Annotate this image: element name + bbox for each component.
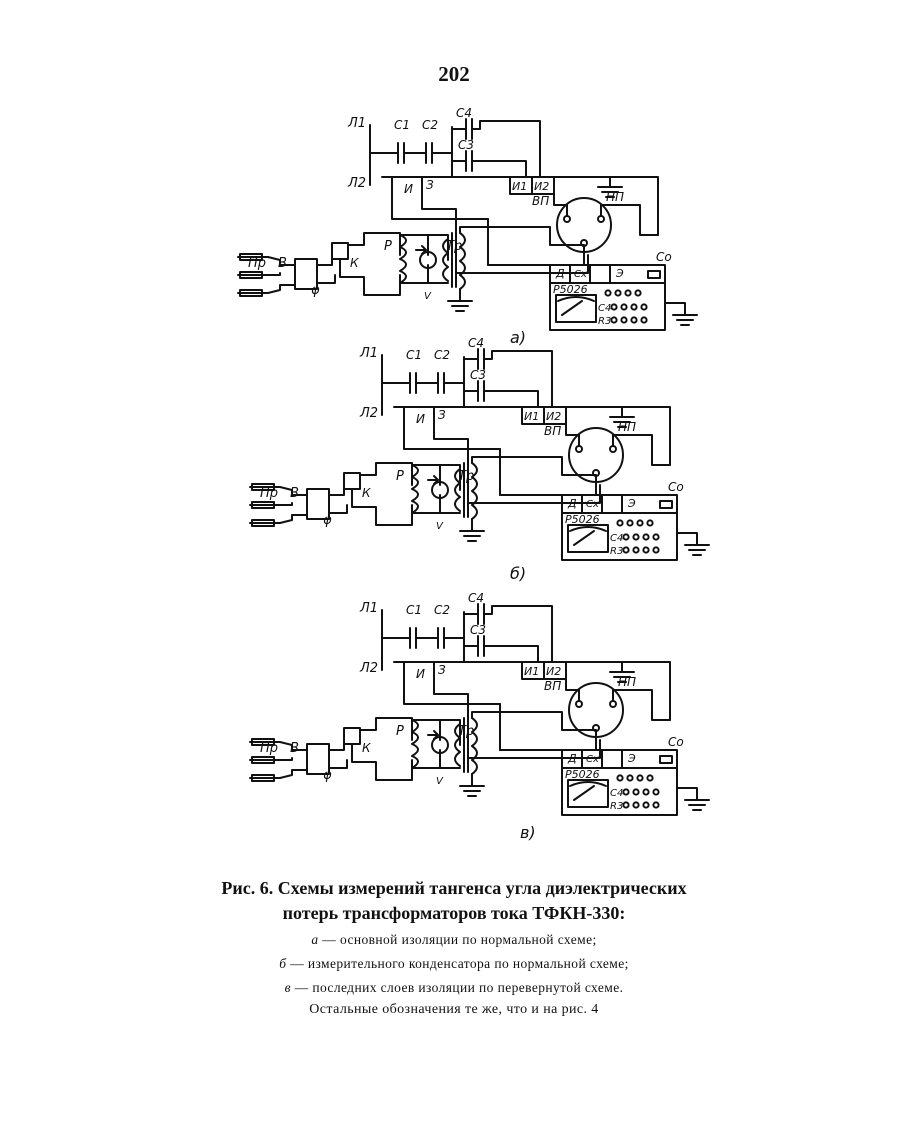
caption-item-text: — измерительного конденсатора по нормаль…: [286, 956, 629, 971]
label-l2: Л2: [347, 176, 366, 191]
label-pr: Пр: [260, 486, 278, 501]
label-l1: Л1: [359, 346, 378, 361]
label-i: И: [416, 412, 425, 426]
label-cx: Cx: [586, 754, 599, 765]
label-e: Э: [627, 497, 636, 510]
label-e: Э: [615, 267, 624, 280]
label-d: Д: [555, 267, 565, 280]
label-np: НП: [618, 420, 636, 434]
label-r3-knobs: R3: [610, 546, 623, 557]
label-c3: С3: [470, 623, 486, 637]
label-volt: V: [436, 776, 444, 787]
label-c1: С1: [394, 118, 410, 132]
label-c4: С4: [456, 106, 472, 120]
label-l1: Л1: [347, 116, 366, 131]
label-v: В: [278, 256, 287, 271]
label-v: В: [290, 741, 299, 756]
caption-title-line-2: потерь трансформаторов тока ТФКН-330:: [282, 903, 626, 923]
label-vp: ВП: [544, 679, 561, 693]
label-i: И: [416, 667, 425, 681]
label-np: НП: [618, 675, 636, 689]
label-vp: ВП: [544, 424, 561, 438]
label-c2: С2: [422, 118, 438, 132]
label-c4-knobs: С4: [598, 303, 611, 314]
label-device: Р5026: [565, 768, 600, 781]
label-i2: И2: [546, 665, 561, 678]
label-c2: С2: [434, 603, 450, 617]
caption-item-letter: в: [284, 980, 291, 995]
label-l2: Л2: [359, 406, 378, 421]
diagram-v: Л1 Л2 С1 С2 С4 С3 И З И1 И2 ВП НП Пр В К…: [249, 591, 710, 842]
label-i2: И2: [546, 410, 561, 423]
figure-caption-title: Рис. 6. Схемы измерений тангенса угла ди…: [0, 876, 908, 926]
caption-note: Остальные обозначения те же, что и на ри…: [309, 1002, 599, 1017]
label-i1: И1: [524, 665, 539, 678]
label-tr: Тр: [446, 239, 462, 254]
circuit-diagrams-figure: Л1 Л2 С1 С2 С4 С3 И З И1 И2 ВП НП Пр В К…: [237, 106, 710, 842]
caption-item-letter: а: [311, 932, 319, 947]
label-phi: φ: [323, 768, 332, 783]
label-c4: С4: [468, 591, 484, 605]
label-pr: Пр: [260, 741, 278, 756]
label-c1: С1: [406, 603, 422, 617]
label-k: К: [362, 486, 371, 500]
label-c3: С3: [458, 138, 474, 152]
label-i1: И1: [524, 410, 539, 423]
panel-mark-b: б): [510, 564, 526, 583]
label-tr: Тр: [458, 724, 474, 739]
caption-item-letter: б: [279, 956, 287, 971]
label-cx: Cx: [574, 269, 587, 280]
caption-item-a: а — основной изоляции по нормальной схем…: [0, 932, 908, 948]
label-z: З: [426, 178, 434, 192]
label-co: Сo: [656, 250, 672, 264]
panel-mark-v: в): [520, 823, 536, 842]
label-r: Р: [384, 239, 392, 254]
label-i2: И2: [534, 180, 549, 193]
label-r: Р: [396, 724, 404, 739]
label-vp: ВП: [532, 194, 549, 208]
label-d: Д: [567, 752, 577, 765]
label-cx: Cx: [586, 499, 599, 510]
label-co: Сo: [668, 735, 684, 749]
label-pr: Пр: [248, 256, 266, 271]
caption-item-b: б — измерительного конденсатора по норма…: [0, 956, 908, 972]
label-z: З: [438, 663, 446, 677]
label-i: И: [404, 182, 413, 196]
caption-title-line-1: Рис. 6. Схемы измерений тангенса угла ди…: [221, 878, 687, 898]
label-c4: С4: [468, 336, 484, 350]
diagram-a: Л1 Л2 С1 С2 С4 С3 И З И1 И2 ВП НП Пр В К…: [237, 106, 698, 347]
label-phi: φ: [311, 283, 320, 298]
label-c2: С2: [434, 348, 450, 362]
label-c1: С1: [406, 348, 422, 362]
label-l1: Л1: [359, 601, 378, 616]
label-co: Сo: [668, 480, 684, 494]
label-device: Р5026: [565, 513, 600, 526]
label-phi: φ: [323, 513, 332, 528]
label-volt: V: [436, 521, 444, 532]
label-c4-knobs: С4: [610, 788, 623, 799]
label-r3-knobs: R3: [610, 801, 623, 812]
label-c4-knobs: С4: [610, 533, 623, 544]
label-z: З: [438, 408, 446, 422]
label-k: К: [362, 741, 371, 755]
label-k: К: [350, 256, 359, 270]
label-r3-knobs: R3: [598, 316, 611, 327]
label-device: Р5026: [553, 283, 588, 296]
label-c3: С3: [470, 368, 486, 382]
caption-item-text: — основной изоляции по нормальной схеме;: [318, 932, 597, 947]
label-r: Р: [396, 469, 404, 484]
caption-item-text: — последних слоев изоляции по перевернут…: [290, 980, 624, 995]
label-tr: Тр: [458, 469, 474, 484]
label-volt: V: [424, 291, 432, 302]
label-d: Д: [567, 497, 577, 510]
label-np: НП: [606, 190, 624, 204]
panel-mark-a: а): [510, 328, 526, 347]
diagram-b: Л1 Л2 С1 С2 С4 С3 И З И1 И2 ВП НП Пр В К…: [249, 336, 710, 583]
label-e: Э: [627, 752, 636, 765]
label-v: В: [290, 486, 299, 501]
page-number: 202: [438, 62, 470, 86]
caption-item-v: в — последних слоев изоляции по переверн…: [0, 980, 908, 996]
label-i1: И1: [512, 180, 527, 193]
label-l2: Л2: [359, 661, 378, 676]
